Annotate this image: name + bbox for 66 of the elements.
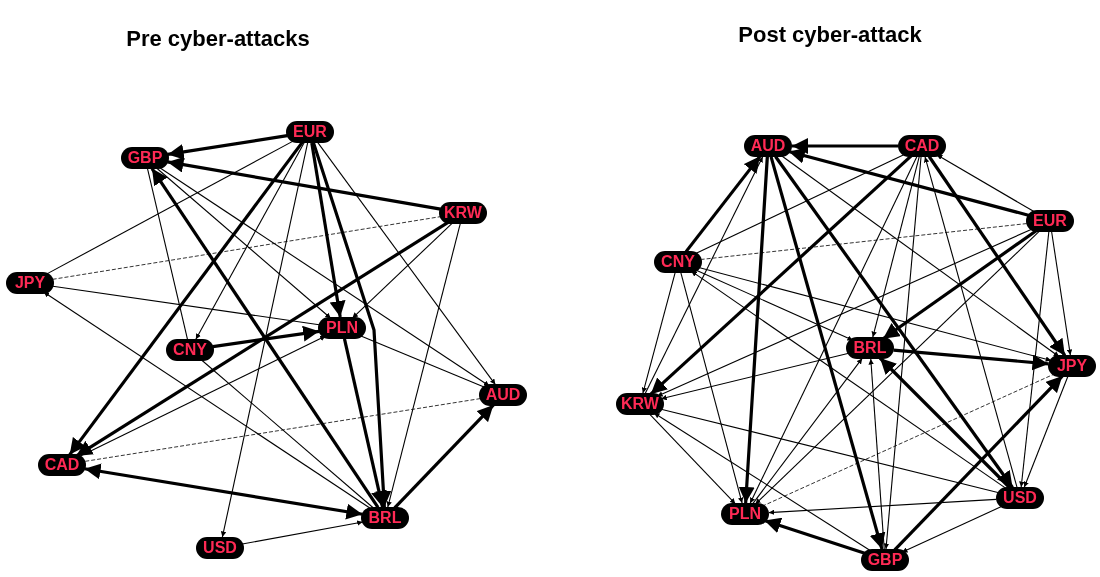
currency-code: AUD: [485, 387, 521, 403]
currency-code: KRW: [444, 205, 482, 221]
arrow: [768, 498, 997, 516]
arrow: [698, 266, 1052, 362]
arrow: [792, 138, 898, 154]
arrow: [749, 156, 918, 504]
arrow: [195, 142, 305, 340]
arrow: [43, 291, 372, 510]
arrow: [167, 156, 441, 211]
arrow: [769, 156, 886, 550]
arrow: [868, 358, 885, 550]
panel-title: Post cyber-attack: [738, 21, 922, 49]
arrow: [241, 520, 364, 545]
currency-code: CNY: [173, 342, 207, 358]
arrow: [351, 222, 454, 319]
arrow: [1051, 231, 1073, 356]
arrow: [1023, 376, 1069, 488]
currency-code: BRL: [368, 510, 402, 526]
arrow: [684, 155, 762, 253]
currency-code: JPY: [14, 275, 46, 291]
currency-code: USD: [203, 540, 237, 556]
panel-title: Pre cyber-attacks: [126, 25, 310, 53]
arrow: [649, 413, 736, 505]
currency-code: JPY: [1056, 358, 1088, 374]
arrow: [752, 357, 863, 505]
arrow: [927, 155, 1067, 357]
arrow: [923, 156, 1018, 488]
currency-code: CAD: [904, 138, 940, 154]
currency-code: EUR: [293, 124, 327, 140]
arrow: [754, 230, 1041, 505]
arrow: [641, 272, 676, 394]
arrow: [660, 352, 850, 401]
currency-code: KRW: [621, 396, 659, 412]
arrow: [774, 155, 1014, 489]
arrow: [788, 147, 1030, 218]
arrow: [84, 463, 363, 520]
arrow: [317, 141, 496, 386]
arrow: [155, 167, 332, 319]
currency-code: CNY: [661, 254, 695, 270]
currency-code: PLN: [729, 506, 761, 522]
currency-code: PLN: [326, 320, 358, 336]
arrow: [342, 338, 387, 508]
arrow: [644, 156, 764, 394]
arrow: [212, 325, 320, 349]
arrow: [883, 156, 922, 550]
arrow: [75, 220, 450, 458]
arrow: [893, 348, 1049, 371]
arrow: [680, 272, 744, 504]
arrow: [150, 167, 380, 509]
currency-code: AUD: [750, 138, 786, 154]
currency-code: EUR: [1033, 213, 1067, 229]
currency-code: CAD: [44, 457, 80, 473]
currency-code: GBP: [127, 150, 163, 166]
arrow: [220, 142, 309, 538]
arrow: [68, 141, 304, 456]
arrow: [310, 142, 346, 318]
arrow: [764, 517, 866, 556]
currency-code: USD: [1003, 490, 1037, 506]
arrow: [312, 142, 392, 508]
arrow: [167, 134, 288, 160]
currency-code: BRL: [853, 340, 887, 356]
arrow: [738, 156, 769, 504]
arrow: [1019, 231, 1050, 488]
arrow: [871, 156, 920, 338]
arrow: [386, 223, 461, 508]
currency-code: GBP: [867, 552, 903, 568]
